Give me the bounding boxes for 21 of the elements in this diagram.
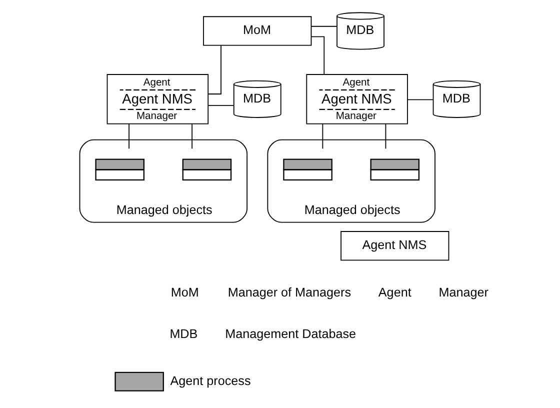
connector [407, 99, 434, 100]
node-box: Agent Agent NMS Manager [106, 74, 209, 124]
label: MDB [170, 326, 198, 341]
connector [310, 36, 325, 75]
cluster: Managed objects [267, 139, 436, 223]
label: Manager of Managers [228, 286, 352, 300]
connector [310, 26, 338, 27]
connector [322, 123, 324, 150]
label: Agent [378, 286, 412, 300]
label: Manager [438, 286, 488, 300]
legend-label: Agent process [170, 374, 251, 388]
connector [208, 105, 234, 106]
connector [128, 123, 130, 150]
label: MoM [170, 286, 199, 300]
connector [385, 123, 386, 150]
node-box: MoM [203, 16, 312, 46]
connector [208, 45, 222, 94]
label: Management Database [225, 326, 356, 341]
cluster: Managed objects [79, 139, 248, 223]
node-box: Agent Agent NMS Manager [306, 74, 408, 124]
node-box: Agent NMS [340, 231, 450, 261]
